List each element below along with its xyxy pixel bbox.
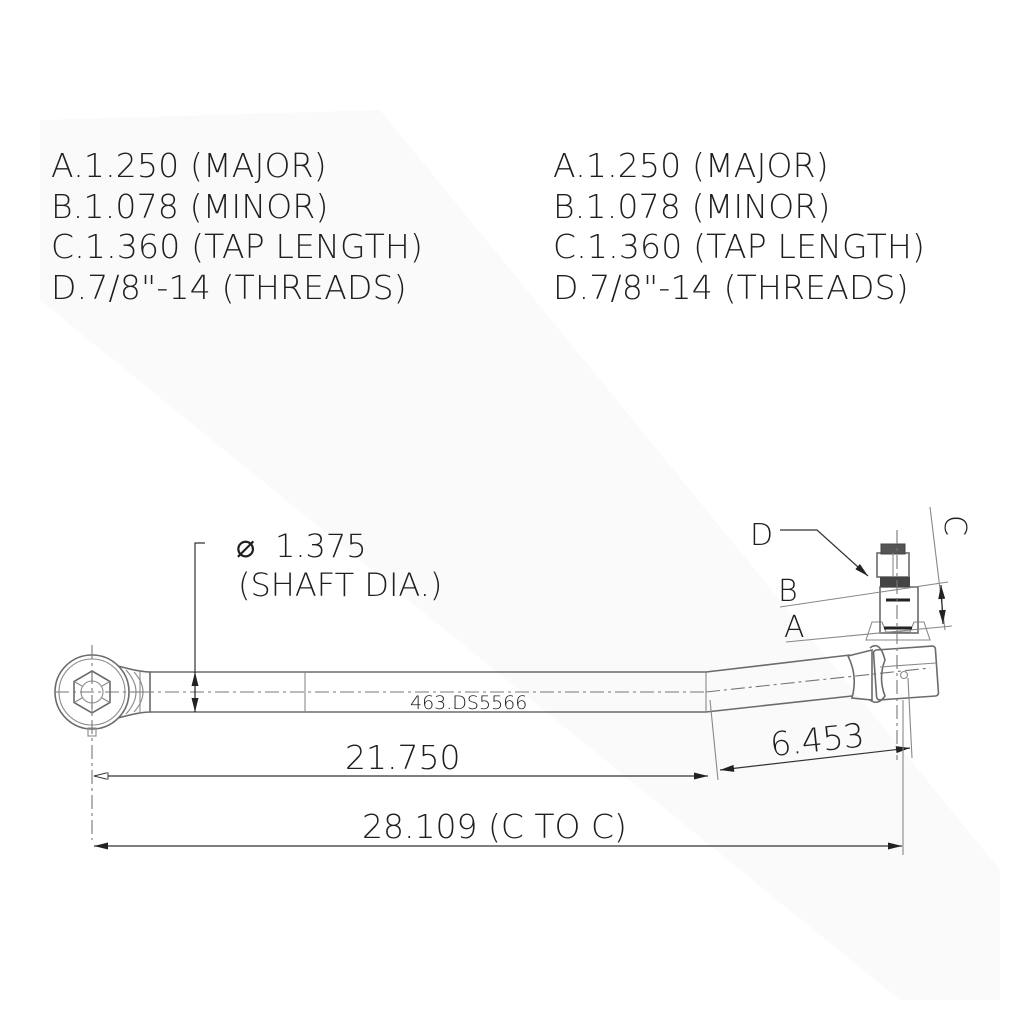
dimension-overall: 28.109 (C TO C): [94, 700, 904, 855]
callout-C: C: [937, 515, 972, 536]
part-number: 463.DS5566: [410, 692, 527, 714]
right-rod-end: [846, 530, 940, 760]
shaft: [140, 654, 931, 713]
spec-major-diameter: A.1.250 (MAJOR): [553, 146, 829, 185]
callout-B: B: [778, 574, 798, 609]
spec-threads: D.7/8"-14 (THREADS): [51, 267, 407, 307]
dimension-28109: 28.109 (C TO C): [362, 807, 627, 846]
spec-list-right: A.1.250 (MAJOR) B.1.078 (MINOR) C.1.360 …: [553, 146, 925, 308]
spec-tap-length: C.1.360 (TAP LENGTH): [51, 227, 424, 266]
shaft-diameter-label: (SHAFT DIA.): [238, 566, 442, 604]
dimension-21750: 21.750: [345, 738, 460, 777]
shaft-diameter-value: 1.375: [275, 527, 367, 565]
dimension-straight-length: 21.750: [94, 699, 719, 781]
callout-A: A: [784, 610, 805, 645]
spec-minor-diameter: B.1.078 (MINOR): [553, 186, 831, 226]
spec-major-diameter: A.1.250 (MAJOR): [51, 146, 327, 185]
dimension-6453: 6.453: [768, 715, 866, 764]
callout-D: D: [750, 518, 773, 553]
spec-minor-diameter: B.1.078 (MINOR): [51, 186, 329, 226]
diameter-symbol: ⌀: [236, 527, 255, 565]
spec-threads: D.7/8"-14 (THREADS): [553, 267, 909, 307]
shaft-diameter-callout: ⌀ 1.375 (SHAFT DIA.): [191, 527, 442, 712]
left-rod-end: [54, 645, 151, 840]
callouts: D B A C: [750, 506, 972, 645]
spec-tap-length: C.1.360 (TAP LENGTH): [553, 227, 926, 266]
spec-list-left: A.1.250 (MAJOR) B.1.078 (MINOR) C.1.360 …: [51, 146, 423, 308]
